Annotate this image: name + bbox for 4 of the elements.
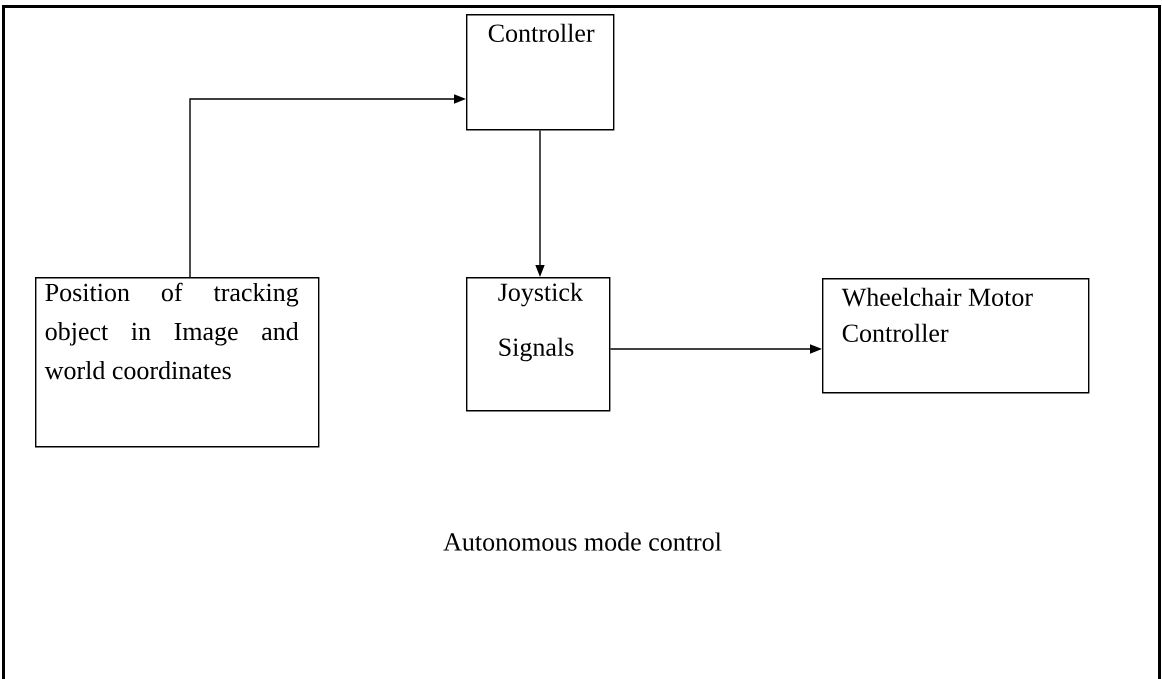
process-box: Wheelchair Motor Controller [822,278,1090,394]
process-box: Controller [466,14,615,131]
process-box: Position of tracking object in Image and world coordinates [35,277,320,448]
process-box: Joystick Signals [466,277,611,412]
